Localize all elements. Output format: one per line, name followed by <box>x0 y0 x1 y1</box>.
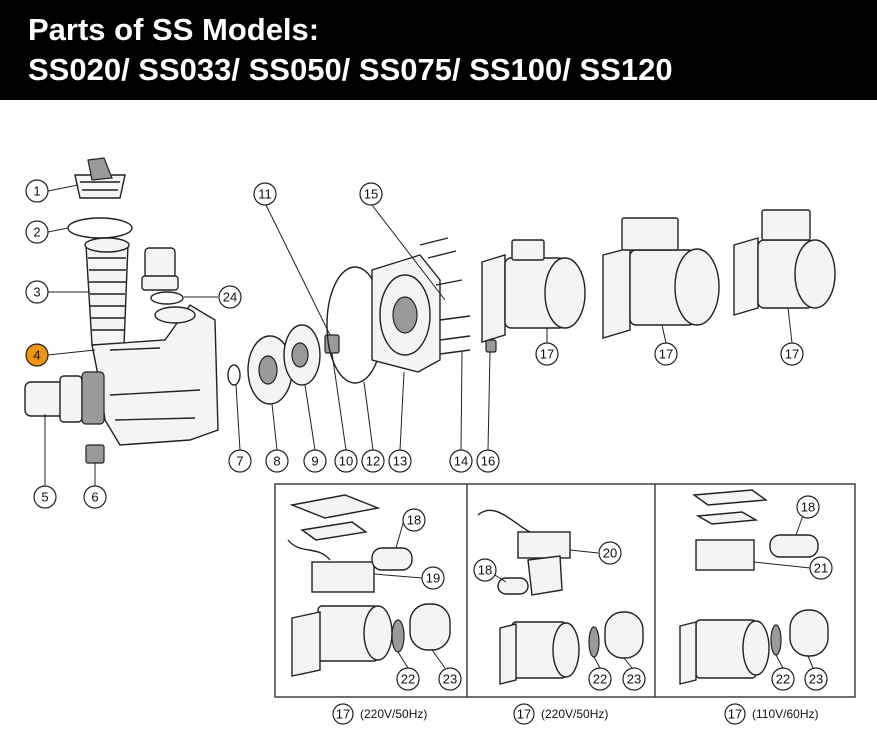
impeller <box>283 324 321 386</box>
detail-panel-right <box>679 489 829 685</box>
callout-12: 12 <box>361 449 385 473</box>
svg-text:17: 17 <box>659 347 673 362</box>
svg-text:(220V/50Hz): (220V/50Hz) <box>360 707 427 721</box>
callout-9: 9 <box>303 449 327 473</box>
callout-22-left: 22 <box>396 667 420 691</box>
callout-5: 5 <box>33 485 57 509</box>
svg-text:20: 20 <box>603 546 617 561</box>
svg-text:17: 17 <box>336 707 350 722</box>
svg-text:23: 23 <box>443 672 457 687</box>
callout-21: 21 <box>809 556 833 580</box>
callout-17-medium-motor: 17 <box>654 342 678 366</box>
motor-small <box>481 239 586 343</box>
svg-text:17: 17 <box>785 347 799 362</box>
strainer-basket <box>84 237 130 346</box>
svg-text:4: 4 <box>33 348 40 363</box>
svg-text:1: 1 <box>33 184 40 199</box>
svg-text:18: 18 <box>801 500 815 515</box>
shaft-key <box>485 339 497 353</box>
callout-8: 8 <box>265 449 289 473</box>
svg-text:(220V/50Hz): (220V/50Hz) <box>541 707 608 721</box>
callout-22-middle: 22 <box>588 667 612 691</box>
svg-text:9: 9 <box>311 454 318 469</box>
callout-17-large-motor: 17 <box>780 342 804 366</box>
svg-text:16: 16 <box>481 454 495 469</box>
drain-plug <box>85 444 105 464</box>
callout-1: 1 <box>25 179 49 203</box>
motor-medium <box>602 217 720 339</box>
caption-middle: 17 (220V/50Hz) <box>513 703 608 725</box>
callout-3: 3 <box>25 280 49 304</box>
svg-text:17: 17 <box>540 347 554 362</box>
callout-16: 16 <box>476 449 500 473</box>
callout-4-highlighted: 4 <box>25 343 49 367</box>
detail-frame <box>274 483 856 698</box>
svg-text:15: 15 <box>364 187 378 202</box>
svg-text:5: 5 <box>41 490 48 505</box>
shaft-o-ring <box>227 364 241 386</box>
callout-19: 19 <box>421 566 445 590</box>
pump-lid <box>74 157 126 199</box>
svg-text:22: 22 <box>401 672 415 687</box>
exploded-parts-diagram: 1 2 3 4 5 6 7 8 9 10 11 12 13 14 15 16 1… <box>24 157 856 725</box>
svg-text:17: 17 <box>517 707 531 722</box>
svg-text:23: 23 <box>627 672 641 687</box>
motor-large <box>733 209 836 316</box>
svg-text:21: 21 <box>814 561 828 576</box>
svg-text:8: 8 <box>273 454 280 469</box>
svg-text:14: 14 <box>454 454 468 469</box>
callout-6: 6 <box>83 485 107 509</box>
svg-text:3: 3 <box>33 285 40 300</box>
svg-text:23: 23 <box>809 672 823 687</box>
svg-text:13: 13 <box>393 454 407 469</box>
seal-plate <box>371 254 441 373</box>
svg-text:6: 6 <box>91 490 98 505</box>
svg-text:10: 10 <box>339 454 353 469</box>
detail-panel-left <box>287 494 451 677</box>
title-banner: Parts of SS Models: SS020/ SS033/ SS050/… <box>0 0 877 100</box>
svg-text:22: 22 <box>593 672 607 687</box>
svg-text:19: 19 <box>426 571 440 586</box>
svg-text:18: 18 <box>478 563 492 578</box>
callout-23-middle: 23 <box>622 667 646 691</box>
inlet-fitting <box>24 371 105 425</box>
svg-text:17: 17 <box>728 707 742 722</box>
callout-22-right: 22 <box>771 667 795 691</box>
lid-o-ring <box>67 217 133 239</box>
callout-15: 15 <box>359 182 383 206</box>
caption-right: 17 (110V/60Hz) <box>724 703 818 725</box>
svg-text:11: 11 <box>258 187 272 202</box>
leader-lines <box>44 184 814 669</box>
union-o-ring <box>150 291 184 305</box>
svg-text:7: 7 <box>236 454 243 469</box>
callout-20: 20 <box>598 541 622 565</box>
svg-text:(110V/60Hz): (110V/60Hz) <box>752 707 818 721</box>
svg-text:18: 18 <box>407 513 421 528</box>
callout-2: 2 <box>25 220 49 244</box>
detail-panel-middle <box>477 509 644 685</box>
svg-text:24: 24 <box>223 290 237 305</box>
callout-18-middle: 18 <box>473 558 497 582</box>
callout-13: 13 <box>388 449 412 473</box>
callout-14: 14 <box>449 449 473 473</box>
model-list: SS020/ SS033/ SS050/ SS075/ SS100/ SS120 <box>28 52 673 87</box>
svg-text:12: 12 <box>366 454 380 469</box>
callout-24: 24 <box>218 285 242 309</box>
callout-11: 11 <box>253 182 277 206</box>
callout-7: 7 <box>228 449 252 473</box>
callout-10: 10 <box>334 449 358 473</box>
callout-23-left: 23 <box>438 667 462 691</box>
callout-18-left: 18 <box>402 508 426 532</box>
caption-left: 17 (220V/50Hz) <box>332 703 427 725</box>
callout-18-right: 18 <box>796 495 820 519</box>
callout-17-small-motor: 17 <box>535 342 559 366</box>
callout-23-right: 23 <box>804 667 828 691</box>
svg-text:2: 2 <box>33 225 40 240</box>
page-title: Parts of SS Models: <box>28 12 320 47</box>
svg-text:22: 22 <box>776 672 790 687</box>
union-connector <box>141 247 179 291</box>
bolts <box>419 237 471 355</box>
